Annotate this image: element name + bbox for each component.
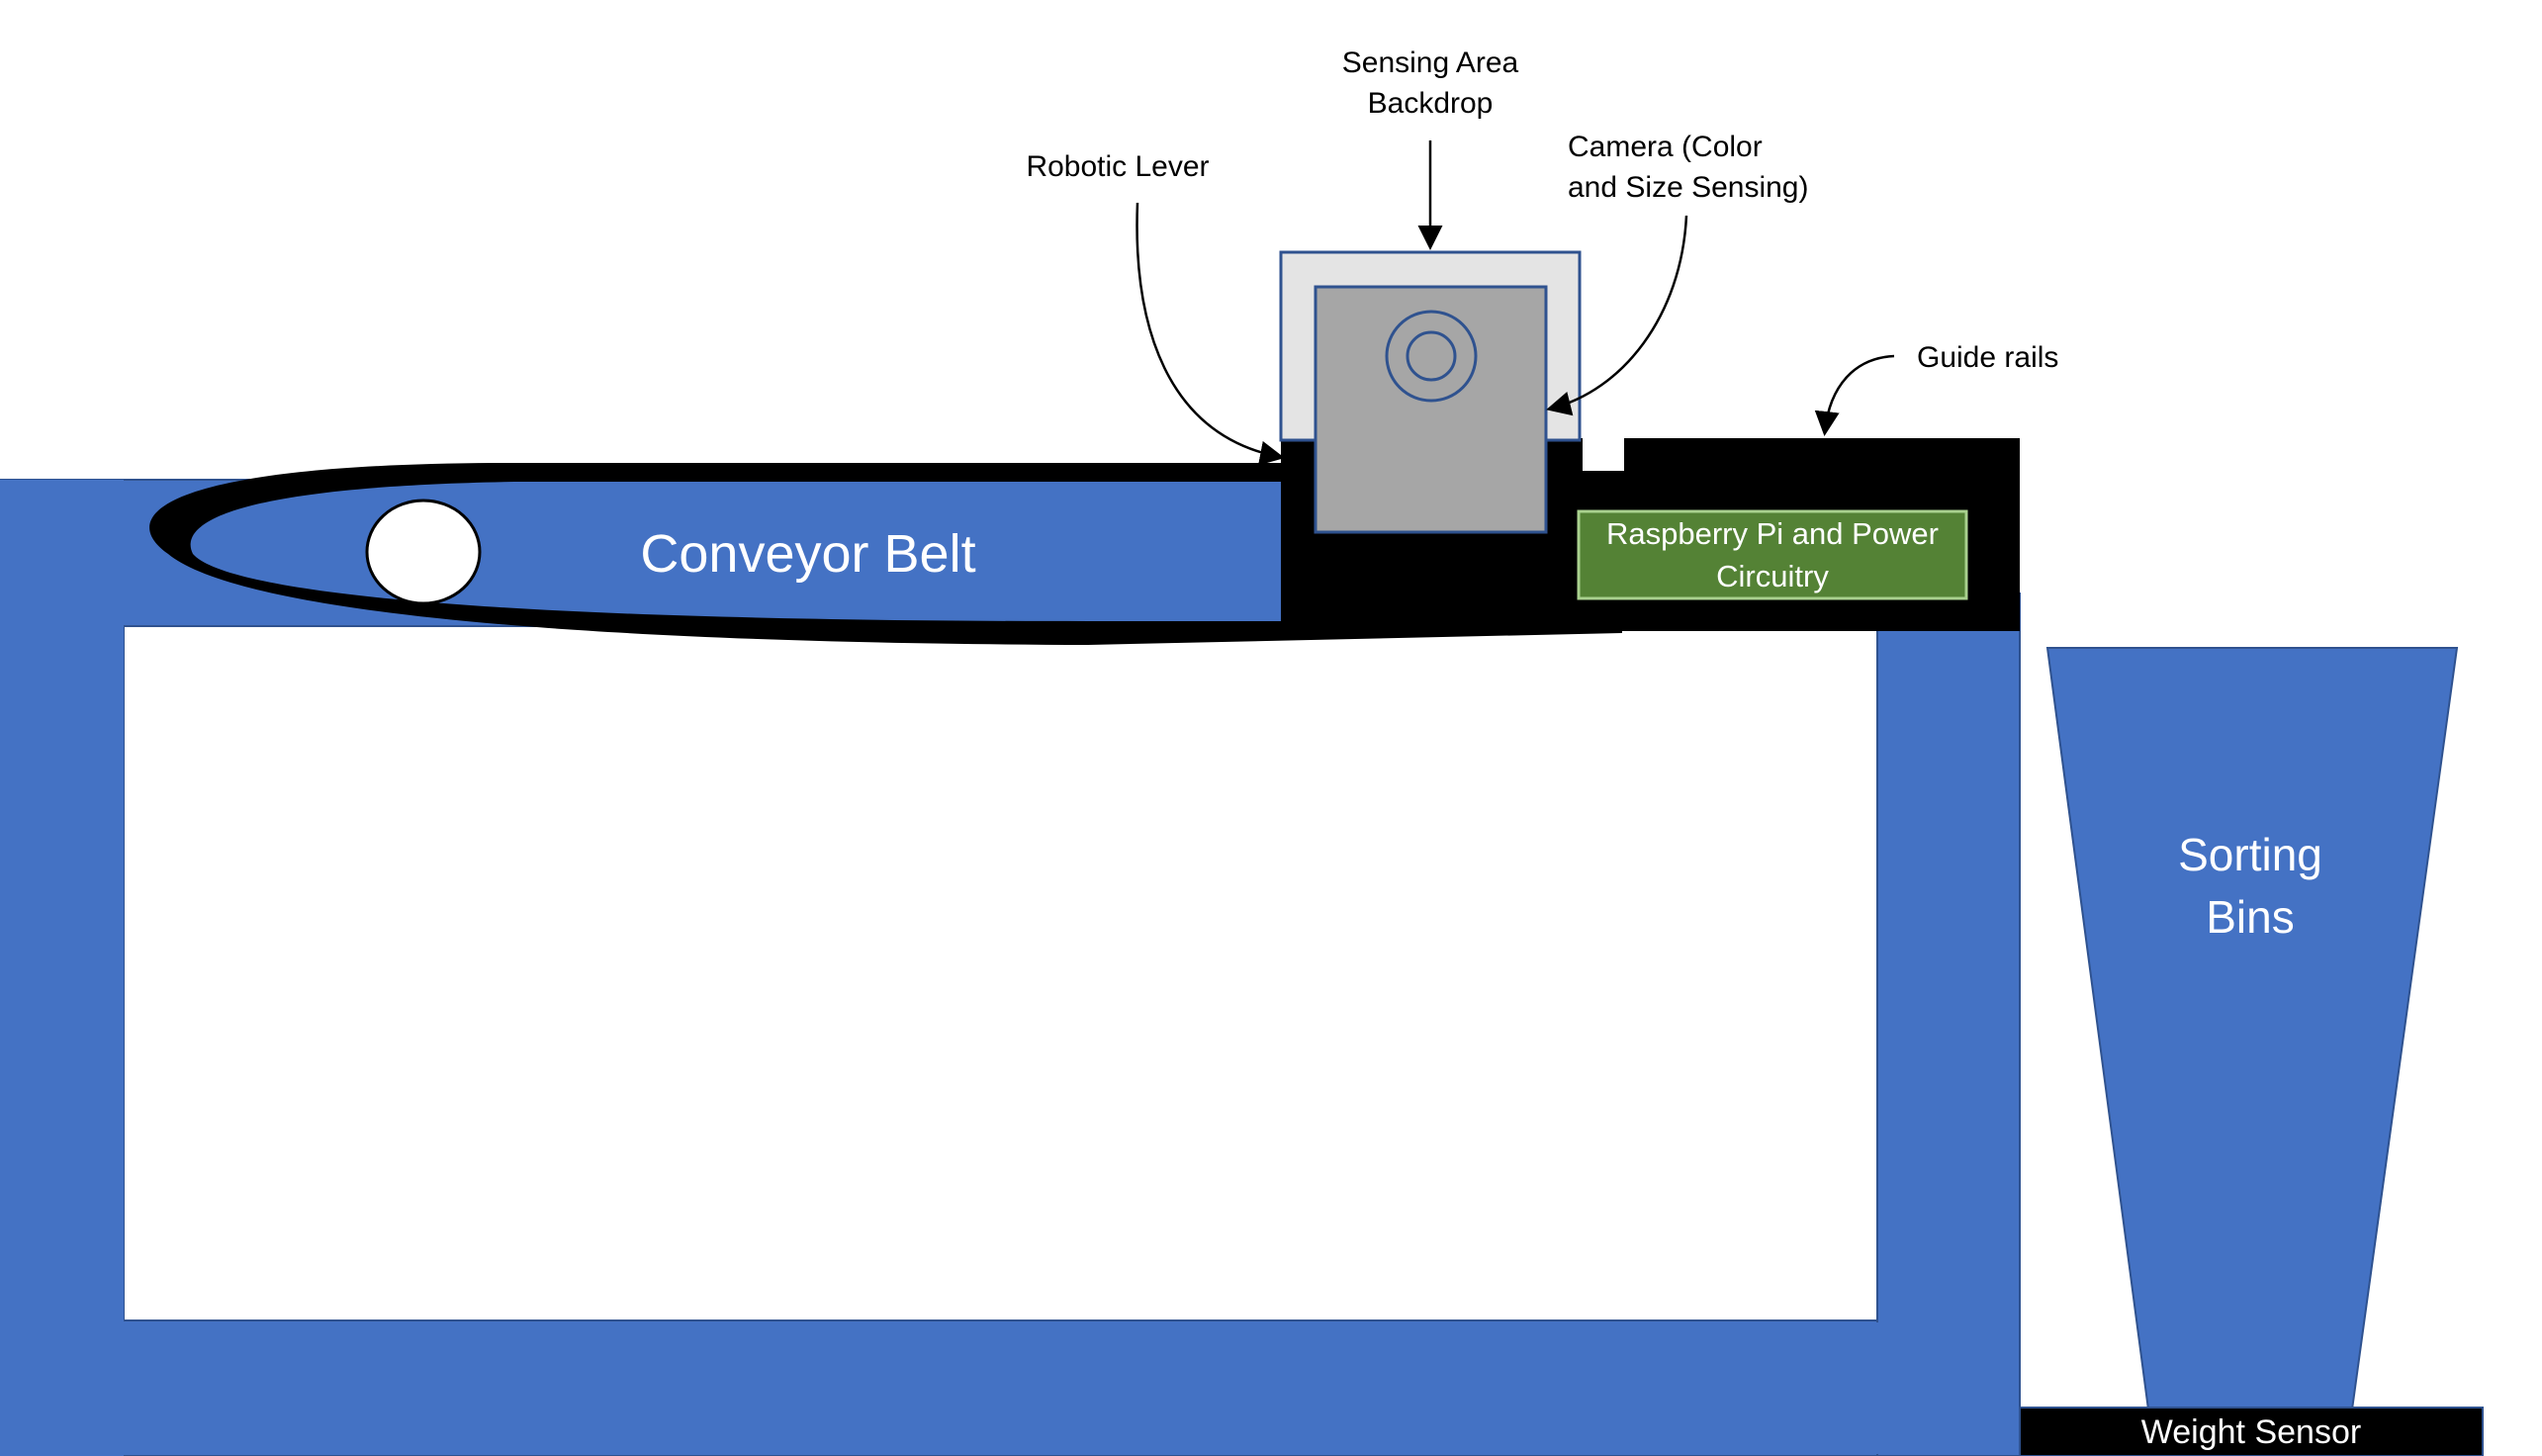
raspberry-pi-label-line2: Circuitry	[1716, 559, 1829, 593]
camera-lens-outer-icon	[1385, 310, 1478, 403]
sorting-bins-shape	[2045, 647, 2459, 1410]
robotic-lever-label: Robotic Lever	[1026, 150, 1209, 183]
raspberry-pi-box	[1577, 509, 1968, 600]
frame-bottom-fill	[2, 1322, 2018, 1454]
camera-label-line2: and Size Sensing)	[1568, 171, 1809, 204]
conveyor-pulley	[365, 499, 482, 605]
camera-body	[1314, 285, 1548, 534]
weight-sensor: Weight Sensor	[2019, 1407, 2484, 1456]
guide-rail-top	[1624, 438, 2020, 446]
callouts: Sensing Area Backdrop Robotic Lever Came…	[1026, 46, 2058, 466]
sorting-bins-label-line1: Sorting	[2178, 829, 2322, 880]
camera-lens-inner-icon	[1406, 330, 1457, 382]
sensing-area-label-line2: Backdrop	[1368, 87, 1494, 120]
housing-notch	[1583, 438, 1624, 471]
camera-label-line1: Camera (Color	[1568, 131, 1763, 163]
guide-rails-label: Guide rails	[1917, 341, 2058, 374]
conveyor-belt-label: Conveyor Belt	[640, 524, 975, 584]
robotic-lever-arrow	[1135, 202, 1285, 466]
conveyor-belt: Conveyor Belt	[149, 463, 1622, 645]
sensing-area-label-line1: Sensing Area	[1342, 46, 1519, 79]
sensing-area	[1279, 250, 1582, 534]
camera-arrow	[1546, 215, 1688, 416]
raspberry-pi-label-line1: Raspberry Pi and Power	[1606, 516, 1939, 551]
guide-rails-arrow	[1814, 354, 1895, 436]
weight-sensor-bar	[2019, 1407, 2484, 1456]
sorting-bins: Sorting Bins	[2045, 647, 2459, 1410]
raspberry-pi-module: Raspberry Pi and Power Circuitry	[1577, 509, 1968, 600]
weight-sensor-label: Weight Sensor	[2141, 1413, 2361, 1451]
sorting-bins-label-line2: Bins	[2206, 891, 2294, 943]
frame-left-leg-fill	[0, 480, 124, 1456]
